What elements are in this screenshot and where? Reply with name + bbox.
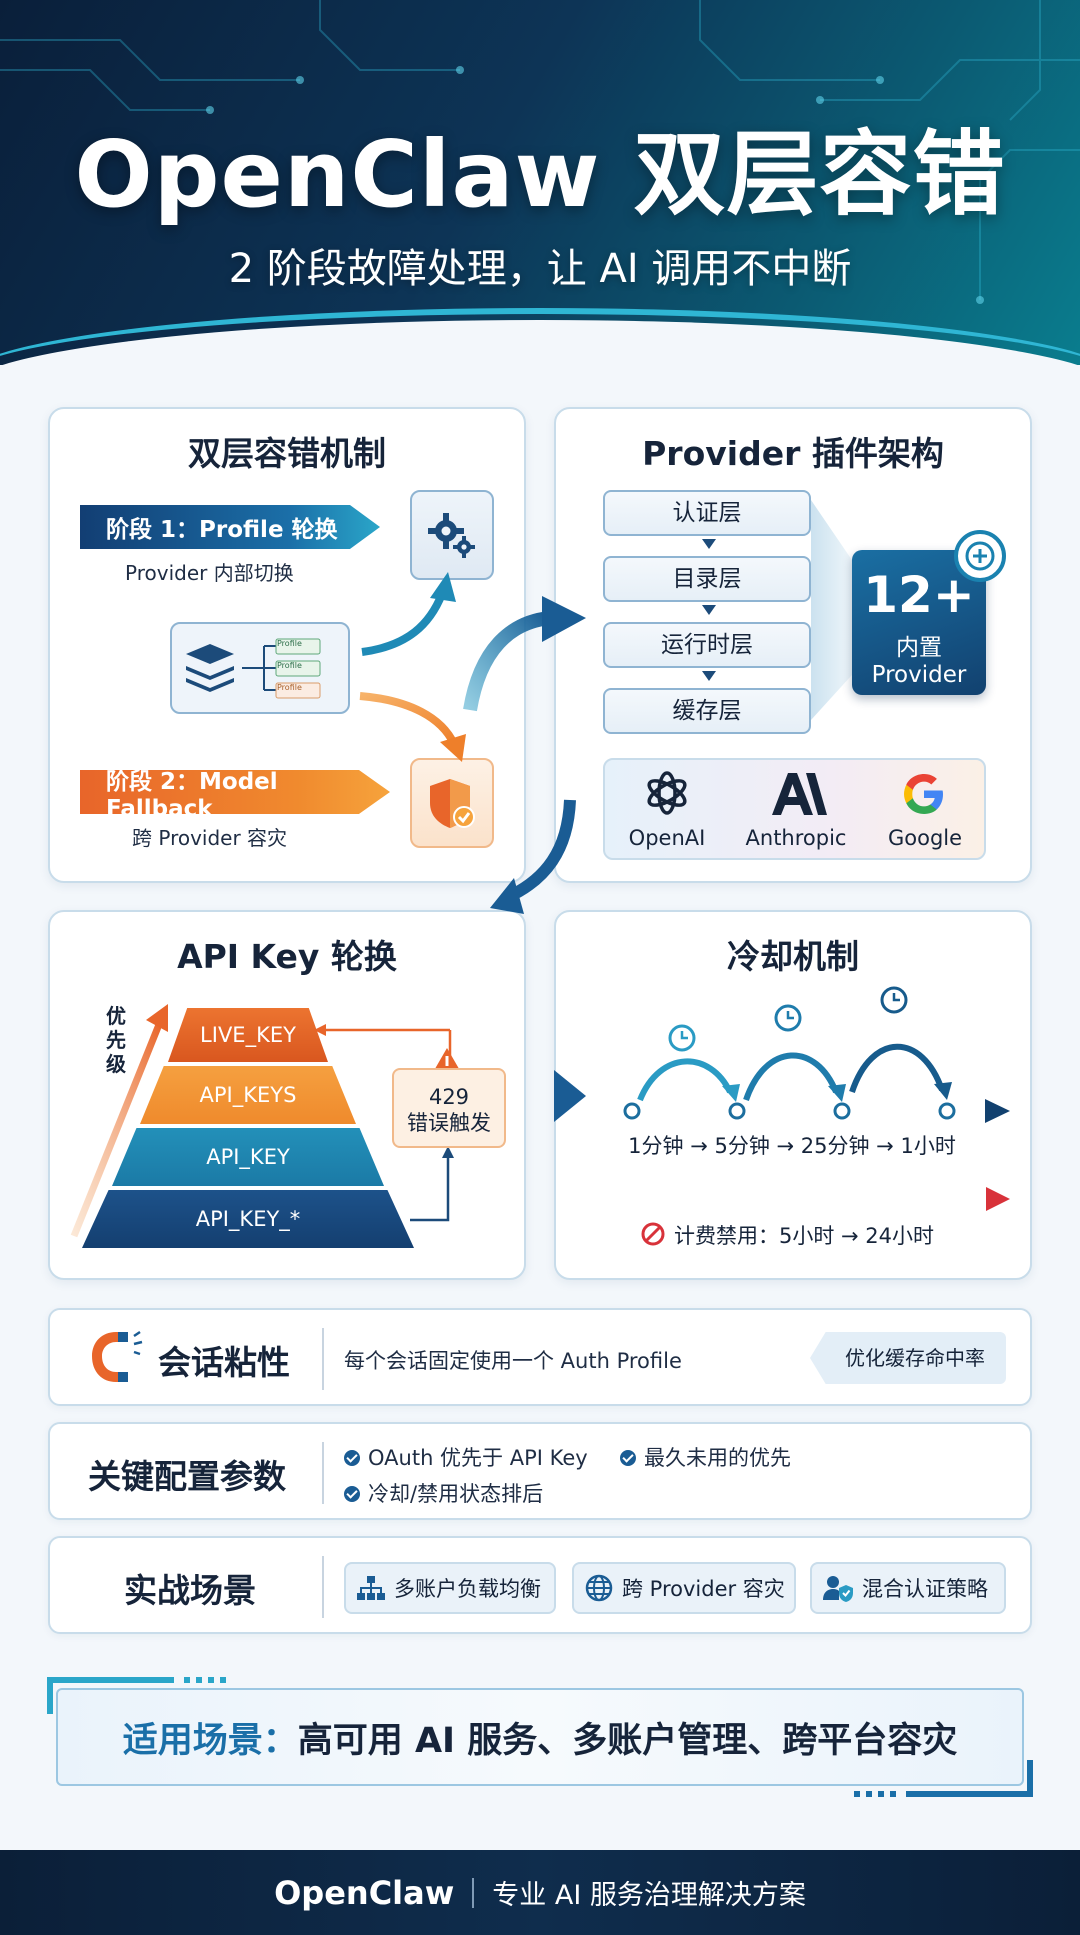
profile-label-1: Profile [277,639,302,648]
ban-icon [641,1222,665,1246]
scenario-frame [47,1677,1033,1797]
config-title: 关键配置参数 [88,1457,286,1496]
footer-tagline: 专业 AI 服务治理解决方案 [492,1880,806,1911]
add-circle-icon [954,530,1006,582]
user-shield-icon [823,1576,853,1602]
vendor-anthropic: Anthropic [745,826,847,850]
provider-title: Provider 插件架构 [642,434,944,473]
gear-icon [410,490,494,580]
page-subtitle: 2 阶段故障处理，让 AI 调用不中断 [228,246,852,292]
header-wave-line [0,308,1080,428]
tier-api-keys: API_KEYS [140,1066,356,1124]
circuit-decoration [0,0,1080,304]
check-icon [344,1450,360,1466]
profile-stack-box [170,622,350,714]
provider-badge-line1: 内置 [896,635,942,661]
stage1-desc: Provider 内部切换 [125,561,294,585]
config-item-2-text: 最久未用的优先 [644,1446,791,1470]
config-item-2: 最久未用的优先 [620,1442,791,1472]
error-label: 错误触发 [407,1111,491,1135]
mechanism-title: 双层容错机制 [188,434,386,473]
footer-divider [472,1877,475,1908]
cooldown-timeline [590,986,1010,1123]
vendor-openai: OpenAI [628,826,706,850]
layer-arrow-2 [702,605,716,615]
layers-icon [186,638,321,699]
vendor-google: Google [887,826,963,850]
scenario-label: 适用场景： [122,1720,298,1761]
network-icon [357,1576,385,1600]
chip-cross-provider: 跨 Provider 容灾 [572,1562,796,1614]
layer-cache: 缓存层 [603,688,811,734]
cooldown-title: 冷却机制 [727,937,859,976]
layer-catalog: 目录层 [603,556,811,602]
tier-live-key: LIVE_KEY [168,1008,328,1062]
error-429-box: 429 错误触发 [392,1068,506,1148]
chip-load-balance-label: 多账户负载均衡 [394,1577,541,1601]
config-item-3: 冷却/禁用状态排后 [344,1478,543,1508]
footer: OpenClaw 专业 AI 服务治理解决方案 [0,1850,1080,1935]
provider-badge-line2: Provider [871,662,967,688]
globe-icon [585,1574,613,1602]
cooldown-steps: 1分钟 → 5分钟 → 25分钟 → 1小时 [628,1134,956,1158]
scenario-text: 高可用 AI 服务、多账户管理、跨平台容灾 [297,1720,958,1761]
chip-hybrid-auth: 混合认证策略 [810,1562,1006,1614]
header-banner: OpenClaw 双层容错 2 阶段故障处理，让 AI 调用不中断 [0,0,1080,365]
billing-arrow [594,1187,1010,1211]
retry-arrows [314,1024,454,1222]
scenario-banner: 适用场景： 高可用 AI 服务、多账户管理、跨平台容灾 [56,1688,1024,1786]
check-icon [620,1450,636,1466]
openai-icon [647,771,687,815]
session-tag: 优化缓存命中率 [810,1332,1006,1384]
priority-arrow [70,1004,168,1238]
anthropic-icon [772,773,827,815]
priority-label: 优先级 [106,1004,126,1076]
tier-api-key-star: API_KEY_* [82,1190,414,1248]
flow-arrows [359,572,586,1122]
stage1-banner: 阶段 1：Profile 轮换 [80,505,380,549]
config-item-3-text: 冷却/禁用状态排后 [368,1482,544,1506]
cooldown-card: 冷却机制 [554,910,1032,1280]
error-code: 429 [428,1085,470,1109]
layer-runtime: 运行时层 [603,622,811,668]
config-item-1: OAuth 优先于 API Key [344,1442,588,1472]
google-icon [904,774,943,814]
session-divider [322,1328,324,1390]
config-item-1-text: OAuth 优先于 API Key [368,1446,588,1470]
practice-title: 实战场景 [124,1571,256,1610]
chip-load-balance: 多账户负载均衡 [344,1562,556,1614]
layer-arrow-3 [702,671,716,681]
apikey-title: API Key 轮换 [177,937,397,976]
layer-arrow-1 [702,539,716,549]
config-divider [322,1442,324,1504]
stage2-desc: 跨 Provider 容灾 [132,826,288,850]
profile-label-3: Profile [277,683,302,692]
chip-cross-provider-label: 跨 Provider 容灾 [622,1577,785,1601]
provider-count: 12+ [863,566,975,624]
shield-icon [410,758,494,848]
session-title: 会话粘性 [158,1343,290,1382]
practice-divider [322,1556,324,1618]
profile-label-2: Profile [277,661,302,670]
check-icon [344,1486,360,1502]
magnet-icon [92,1330,143,1382]
session-desc: 每个会话固定使用一个 Auth Profile [344,1349,682,1373]
billing-disable-text: 计费禁用：5小时 → 24小时 [674,1224,935,1248]
page-title: OpenClaw 双层容错 [74,121,1006,228]
tier-api-key: API_KEY [112,1128,384,1186]
footer-brand: OpenClaw [274,1873,455,1912]
chip-hybrid-auth-label: 混合认证策略 [862,1577,988,1601]
config-bar [48,1422,1032,1520]
layer-auth: 认证层 [603,490,811,536]
